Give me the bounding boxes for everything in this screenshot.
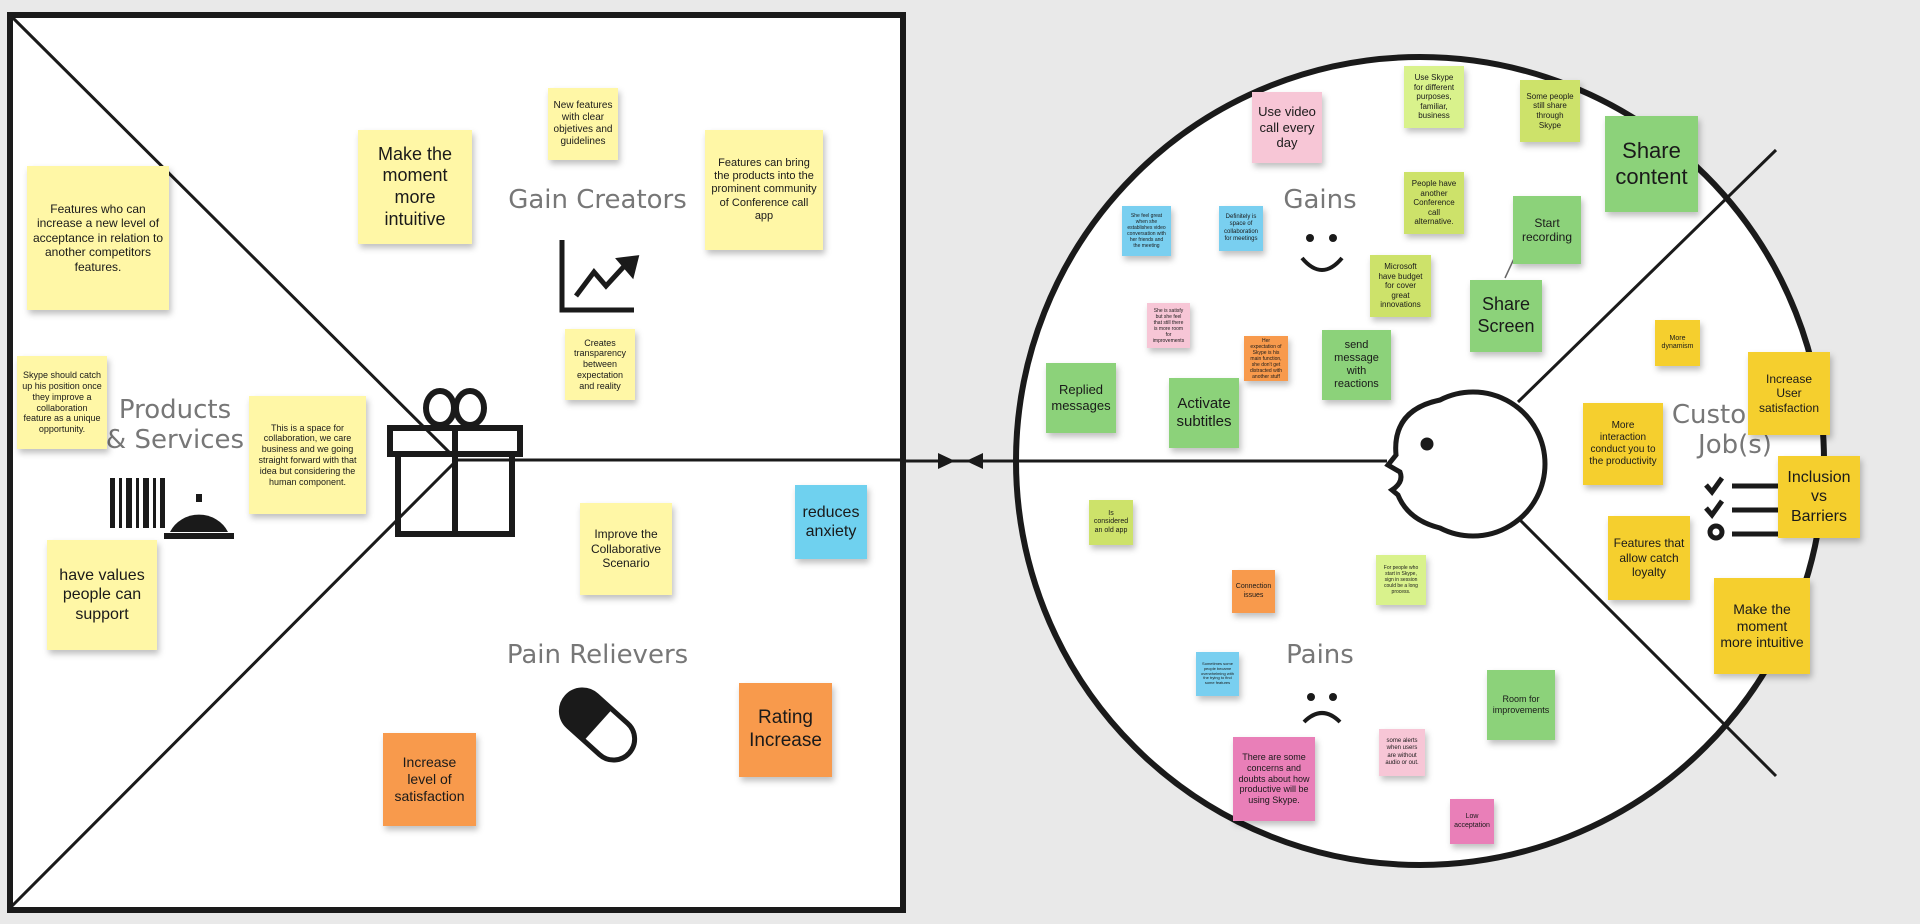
sticky-note[interactable]: People have another Conference call alte… [1404,172,1464,234]
gift-icon [387,388,523,537]
sticky-note[interactable]: This is a space for collaboration, we ca… [249,396,366,514]
sticky-note[interactable]: Make the moment more intuitive [1714,578,1810,674]
section-title-pain-relievers: Pain Relievers [506,640,689,670]
sticky-note[interactable]: Share Screen [1470,280,1542,352]
sticky-note[interactable]: Use video call every day [1252,92,1322,163]
sticky-note[interactable]: She is satisfy but she feel that still t… [1147,303,1190,348]
arrow-left-icon [966,453,983,469]
sticky-note[interactable]: Improve the Collaborative Scenario [580,503,672,595]
sticky-note[interactable]: Connection issues [1232,570,1275,613]
circle-divider-upper [1516,148,1778,404]
pill-icon [558,687,638,763]
sticky-note[interactable]: Her expectation of Skype is his main fun… [1244,336,1288,381]
sticky-note[interactable]: Features can bring the products into the… [705,130,823,250]
sticky-note[interactable]: Inclusion vs Barriers [1778,456,1860,538]
arrow-right-icon [938,453,955,469]
sticky-note[interactable]: Creates transparency between expectation… [565,329,635,400]
divider-top [10,15,457,460]
section-title-gains: Gains [1283,185,1357,215]
sticky-note[interactable]: Increase User satisfaction [1748,352,1830,435]
sticky-note[interactable]: Microsoft have budget for cover great in… [1370,255,1431,317]
sticky-note[interactable]: For people who start in Skype, sign in s… [1376,555,1426,605]
circle-divider-lower [1516,516,1778,778]
section-title-pains: Pains [1286,640,1354,670]
section-title-products-services: Products & Services [105,395,245,455]
sticky-note[interactable]: Make the moment more intuitive [358,130,472,244]
sticky-note[interactable]: More interaction conduct you to the prod… [1583,403,1663,485]
sticky-note[interactable]: Definitely is space of collaboration for… [1219,206,1263,251]
sticky-note[interactable]: New features with clear objetives and gu… [548,88,618,160]
sticky-note[interactable]: Share content [1605,116,1698,212]
sticky-note[interactable]: Is considered an old app [1089,500,1133,545]
sticky-note[interactable]: send message with reactions [1322,330,1391,400]
service-bell-icon [164,494,234,539]
sticky-note[interactable]: More dynamism [1655,320,1700,366]
sticky-note[interactable]: There are some concerns and doubts about… [1233,737,1315,821]
customer-face-icon [1384,389,1548,539]
sticky-note[interactable]: Features who can increase a new level of… [27,166,169,310]
sticky-note[interactable]: Rating Increase [739,683,832,777]
sticky-note[interactable]: have values people can support [47,540,157,650]
sticky-note[interactable]: Some people still share through Skype [1520,80,1580,142]
sticky-note[interactable]: Increase level of satisfaction [383,733,476,826]
trend-chart-icon [559,240,640,313]
sticky-note[interactable]: Sometimes some people became overwhelmin… [1196,652,1239,696]
sticky-note[interactable]: Activate subtitles [1169,378,1239,448]
sad-face-icon [1302,693,1342,724]
sticky-note[interactable]: Low acceptation [1450,799,1494,844]
sticky-note[interactable]: Replied messages [1046,363,1116,433]
sticky-note[interactable]: Start recording [1513,196,1581,264]
smiley-icon [1300,234,1344,272]
sticky-note[interactable]: some alerts when users are without audio… [1379,729,1425,776]
sticky-note[interactable]: Skype should catch up his position once … [17,356,107,449]
sticky-note[interactable]: Use Skype for different purposes, famili… [1404,66,1464,128]
section-title-gain-creators: Gain Creators [508,185,687,215]
sticky-note[interactable]: reduces anxiety [795,485,867,559]
sticky-note[interactable]: Features that allow catch loyalty [1608,516,1690,600]
barcode-icon [110,478,165,528]
divider-bottom [10,460,457,908]
sticky-note[interactable]: She feel great when she establishes vide… [1122,206,1171,256]
sticky-note[interactable]: Room for improvements [1487,670,1555,740]
